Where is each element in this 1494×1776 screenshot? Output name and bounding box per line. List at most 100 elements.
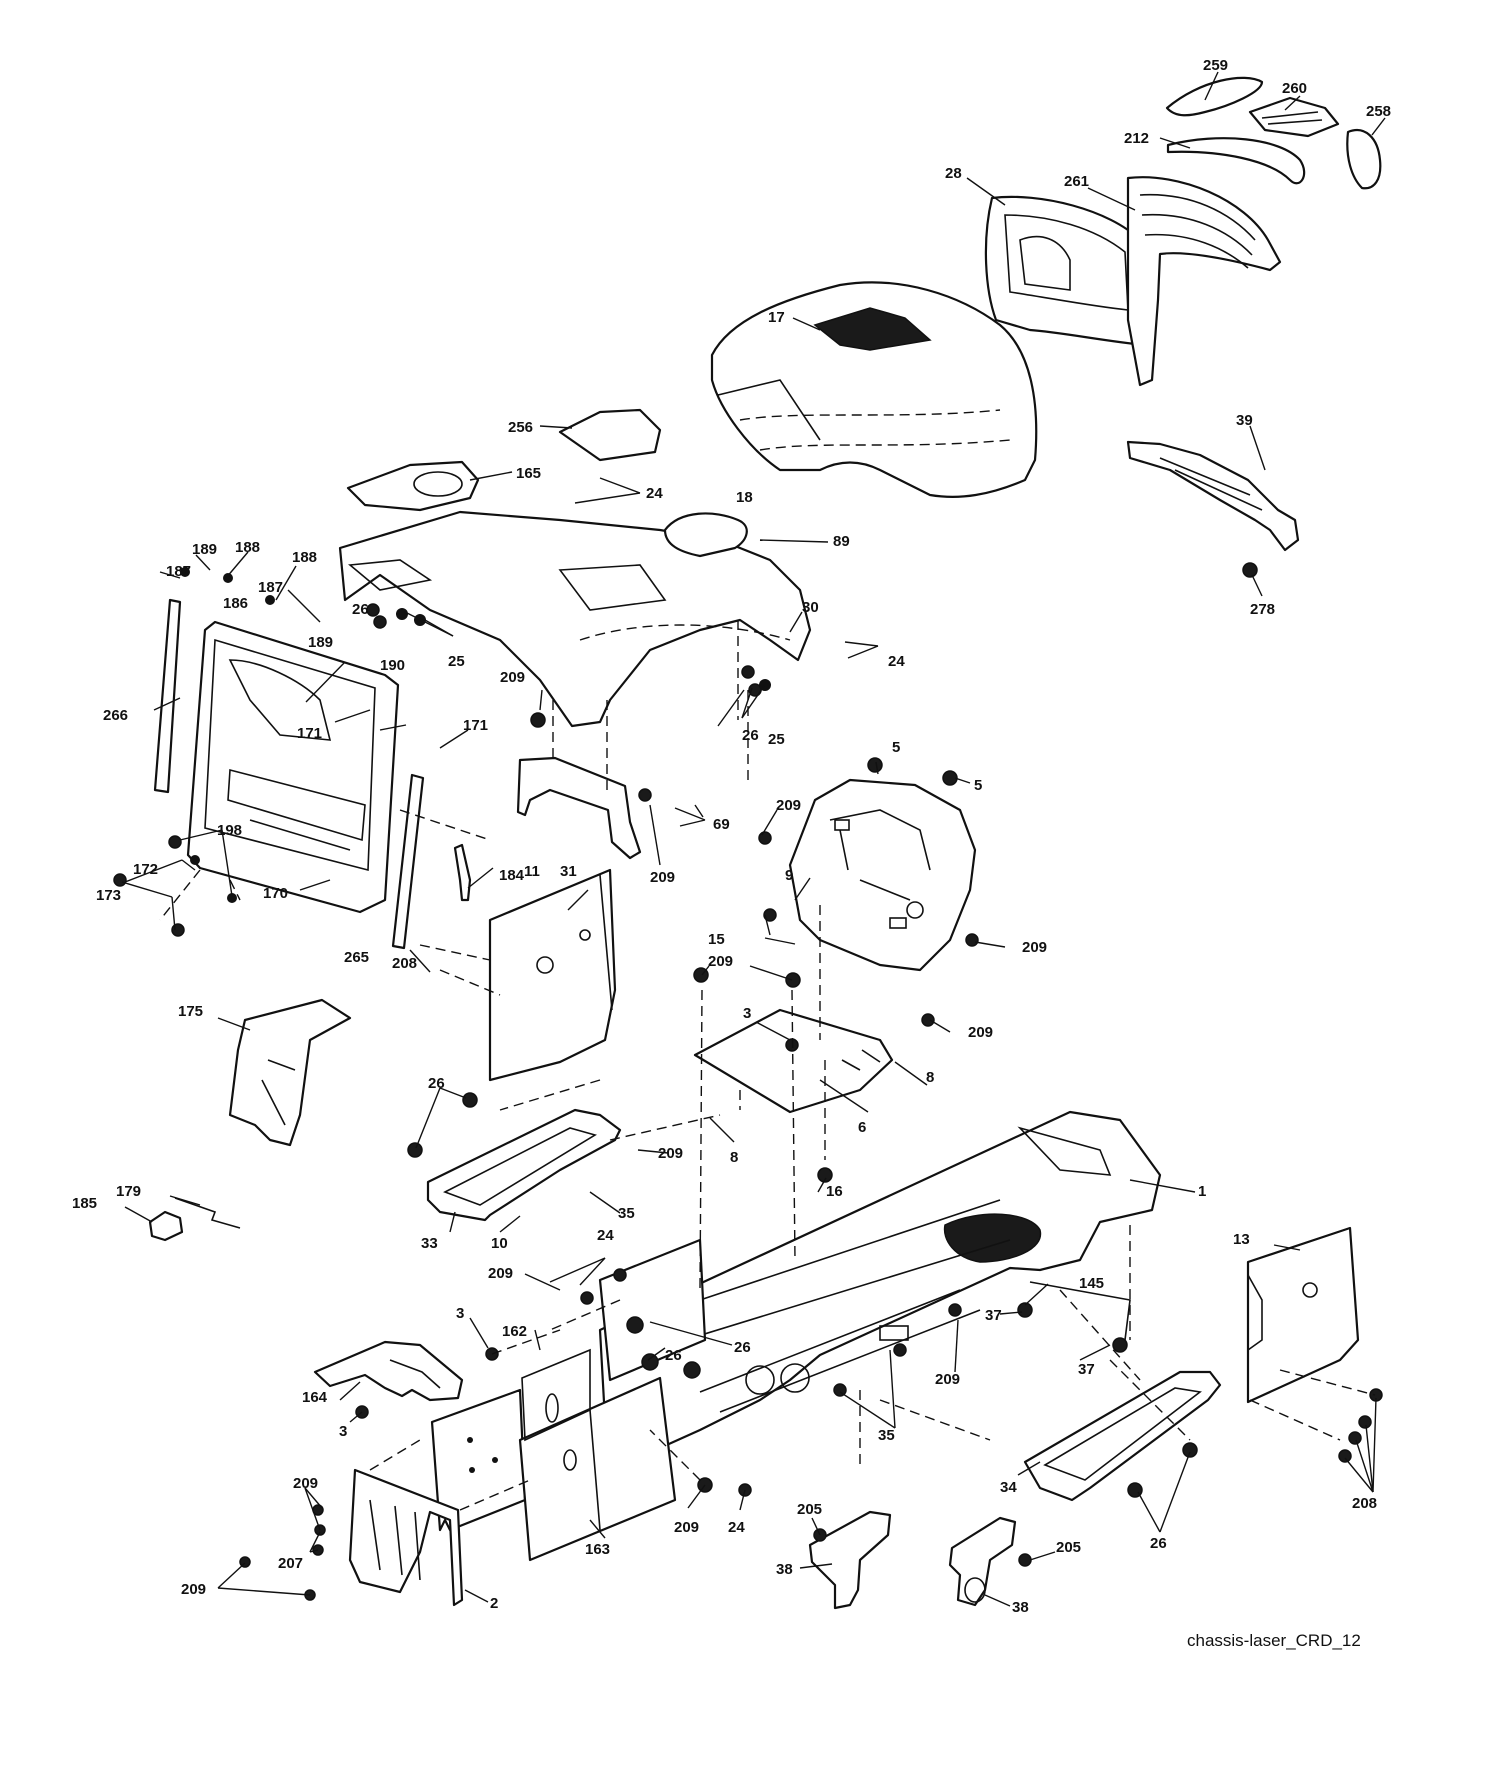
callout-190: 190	[380, 657, 405, 674]
callout-184: 184	[499, 867, 525, 884]
callout-209-e: 209	[708, 953, 733, 970]
callout-34: 34	[1000, 1479, 1017, 1496]
callout-17: 17	[768, 309, 785, 326]
callout-5-b: 5	[974, 777, 982, 794]
callout-208-b: 208	[1352, 1495, 1377, 1512]
fasteners	[113, 562, 1383, 1601]
part-179-lever	[174, 1197, 241, 1229]
callout-260: 260	[1282, 80, 1307, 97]
callout-2: 2	[490, 1595, 498, 1612]
part-259-lens	[1165, 76, 1264, 117]
callout-209-b: 209	[776, 797, 801, 814]
callout-24-a: 24	[646, 485, 663, 502]
callout-89: 89	[833, 533, 850, 550]
callout-13: 13	[1233, 1231, 1250, 1248]
diagram-caption: chassis-laser_CRD_12	[1187, 1631, 1361, 1650]
callout-209-f: 209	[968, 1024, 993, 1041]
part-258-lens	[1346, 129, 1382, 190]
callout-5-a: 5	[892, 739, 900, 756]
part-212-trim	[1166, 137, 1306, 185]
callout-209-k: 209	[181, 1581, 206, 1598]
callout-261: 261	[1064, 173, 1089, 190]
callout-145: 145	[1079, 1275, 1104, 1292]
callout-3-a: 3	[743, 1005, 751, 1022]
callout-28: 28	[945, 165, 962, 182]
alignment-lines	[159, 620, 1376, 1511]
callout-165: 165	[516, 465, 541, 482]
callout-173: 173	[96, 887, 121, 904]
callout-16: 16	[826, 1183, 843, 1200]
part-165-panel	[346, 460, 480, 512]
diagram-parts	[113, 76, 1383, 1610]
callout-171-b: 171	[463, 717, 488, 734]
callout-259: 259	[1203, 57, 1228, 74]
callout-209-l: 209	[674, 1519, 699, 1536]
callout-189-a: 189	[192, 541, 217, 558]
callout-35-a: 35	[618, 1205, 635, 1222]
callout-15: 15	[708, 931, 725, 948]
part-1-frame-cutout	[943, 1213, 1042, 1263]
callout-186: 186	[223, 595, 248, 612]
callout-162: 162	[502, 1323, 527, 1340]
callout-209-g: 209	[658, 1145, 683, 1162]
part-260-lens	[1248, 96, 1340, 138]
callout-6: 6	[858, 1119, 866, 1136]
callout-265: 265	[344, 949, 369, 966]
callout-205-b: 205	[1056, 1539, 1081, 1556]
callout-179: 179	[116, 1183, 141, 1200]
callout-209-j: 209	[293, 1475, 318, 1492]
leader-lines	[121, 71, 1386, 1607]
callout-24-d: 24	[728, 1519, 745, 1536]
callout-39: 39	[1236, 412, 1253, 429]
callout-31: 31	[560, 863, 577, 880]
callout-38-b: 38	[1012, 1599, 1029, 1616]
callout-37-b: 37	[1078, 1361, 1095, 1378]
callout-3-c: 3	[339, 1423, 347, 1440]
callout-26-f: 26	[1150, 1535, 1167, 1552]
callout-185: 185	[72, 1195, 97, 1212]
callout-11: 11	[524, 863, 540, 880]
part-34-footrest	[1023, 1370, 1222, 1502]
callout-10: 10	[491, 1235, 508, 1252]
callout-278: 278	[1250, 601, 1275, 618]
callout-205-a: 205	[797, 1501, 822, 1518]
part-163-plate	[518, 1376, 677, 1562]
callout-209-d: 209	[1022, 939, 1047, 956]
callout-207: 207	[278, 1555, 303, 1572]
part-38-bracket-right	[948, 1516, 1017, 1607]
callout-69: 69	[713, 816, 730, 833]
callout-37-a: 37	[985, 1307, 1002, 1324]
callout-189-b: 189	[308, 634, 333, 651]
callout-26-c: 26	[428, 1075, 445, 1092]
callout-24-c: 24	[597, 1227, 614, 1244]
part-164-bracket	[313, 1340, 464, 1402]
part-185-pedal	[148, 1210, 184, 1242]
callout-26-e: 26	[665, 1347, 682, 1364]
callout-208-a: 208	[392, 955, 417, 972]
callout-164: 164	[302, 1389, 328, 1406]
callout-198: 198	[217, 822, 242, 839]
callout-3-b: 3	[456, 1305, 464, 1322]
callout-25-a: 25	[448, 653, 465, 670]
part-266-trim	[153, 598, 182, 794]
callout-256: 256	[508, 419, 533, 436]
part-9-dash-tower	[788, 778, 977, 972]
part-11-side-panel	[488, 868, 617, 1082]
callout-26-a: 26	[352, 601, 369, 618]
part-33-footrest	[426, 1108, 622, 1222]
part-31-bracket	[516, 756, 642, 860]
callout-24-b: 24	[888, 653, 905, 670]
part-170-dash-panel	[186, 620, 400, 914]
callout-30: 30	[802, 599, 819, 616]
callout-labels: 259 260 258 212 28 261 17 256 165 24 18 …	[72, 57, 1391, 1616]
part-39-bracket	[1126, 440, 1300, 552]
callout-188-b: 188	[292, 549, 317, 566]
callout-26-d: 26	[734, 1339, 751, 1356]
callout-258: 258	[1366, 103, 1391, 120]
part-256-pod	[558, 408, 662, 462]
callout-188-a: 188	[235, 539, 260, 556]
part-13-side-panel	[1246, 1226, 1360, 1404]
callout-8-a: 8	[926, 1069, 934, 1086]
callout-212: 212	[1124, 130, 1149, 147]
